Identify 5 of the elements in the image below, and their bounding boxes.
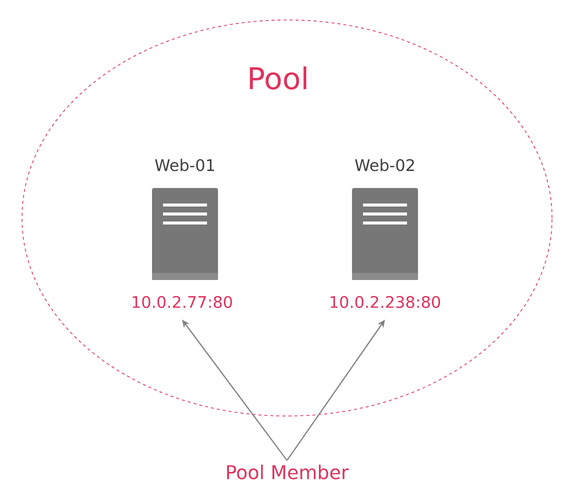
- ip-address: 10.0.2.238:80: [330, 296, 440, 308]
- server-label: Web-02: [355, 158, 414, 172]
- server-label: Web-01: [155, 158, 214, 172]
- callout-text: Pool Member: [227, 464, 349, 480]
- ip-address: 10.0.2.77:80: [132, 296, 232, 308]
